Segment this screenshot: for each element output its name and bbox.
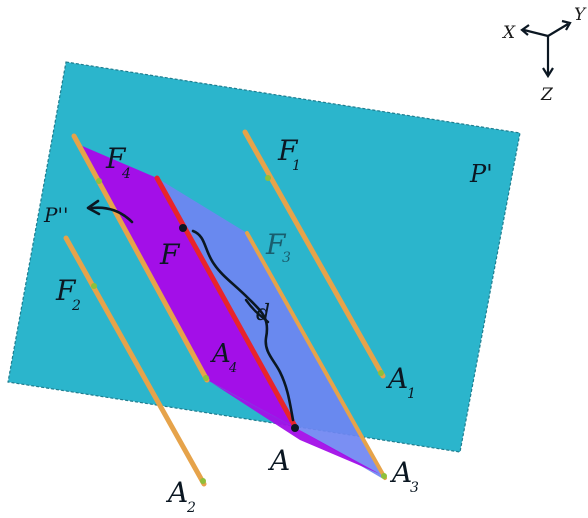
label-f4-sub: 4 — [121, 166, 131, 182]
axis-z-label: Z — [540, 85, 554, 105]
axis-x-line — [523, 28, 549, 38]
label-d: d — [256, 301, 270, 326]
label-f1-sub: 1 — [292, 158, 301, 174]
label-a: A — [267, 444, 290, 477]
axis-z-arrowhead — [542, 67, 554, 79]
axis-y-line — [547, 23, 569, 37]
arrow-head-p-double-prime — [86, 199, 101, 216]
label-f2: F — [55, 274, 77, 307]
dot-f1 — [265, 175, 271, 181]
plane-p-double-prime — [80, 145, 296, 428]
label-a4-sub: 4 — [228, 361, 237, 376]
label-a3: A — [389, 456, 412, 489]
label-p-prime: P' — [469, 160, 493, 188]
point-a — [291, 424, 299, 432]
label-a3-sub: 3 — [410, 480, 419, 496]
dot-f4 — [96, 178, 102, 184]
label-a2: A — [165, 476, 188, 509]
label-f2-sub: 2 — [71, 298, 81, 314]
rod-a4-f4 — [71, 133, 210, 383]
brace-d — [191, 229, 295, 422]
line-f-a — [154, 175, 299, 431]
rod-a3-f3 — [245, 231, 387, 480]
dot-a3 — [381, 473, 387, 479]
axis-y-label: Y — [574, 5, 587, 25]
label-a4: A — [210, 339, 231, 369]
axis-x-label: X — [501, 23, 516, 43]
rod-a1-f1 — [242, 129, 386, 379]
axes-indicator: X Y Z — [501, 5, 587, 105]
point-f — [179, 224, 187, 232]
label-a2-sub: 2 — [186, 500, 196, 516]
dot-f2 — [91, 283, 97, 289]
label-f3-sub: 3 — [282, 250, 291, 266]
plane-p-prime — [7, 61, 521, 453]
label-a1-sub: 1 — [407, 386, 416, 402]
label-f4: F — [105, 142, 127, 175]
label-f: F — [159, 238, 181, 271]
rod-a2-f2 — [63, 235, 207, 487]
axis-x-arrowhead — [520, 24, 530, 36]
brace-d-tip — [244, 298, 270, 324]
label-f1: F — [277, 134, 299, 167]
label-f3: F — [265, 228, 287, 261]
dot-a2 — [200, 478, 206, 484]
axis-y-arrowhead — [561, 19, 572, 31]
label-a1: A — [385, 362, 408, 395]
arrow-p-double-prime — [90, 206, 134, 224]
label-p-double-prime: P'' — [43, 203, 68, 227]
plane-blue — [157, 178, 385, 480]
dot-a1 — [378, 370, 384, 376]
dot-a4 — [203, 375, 209, 381]
